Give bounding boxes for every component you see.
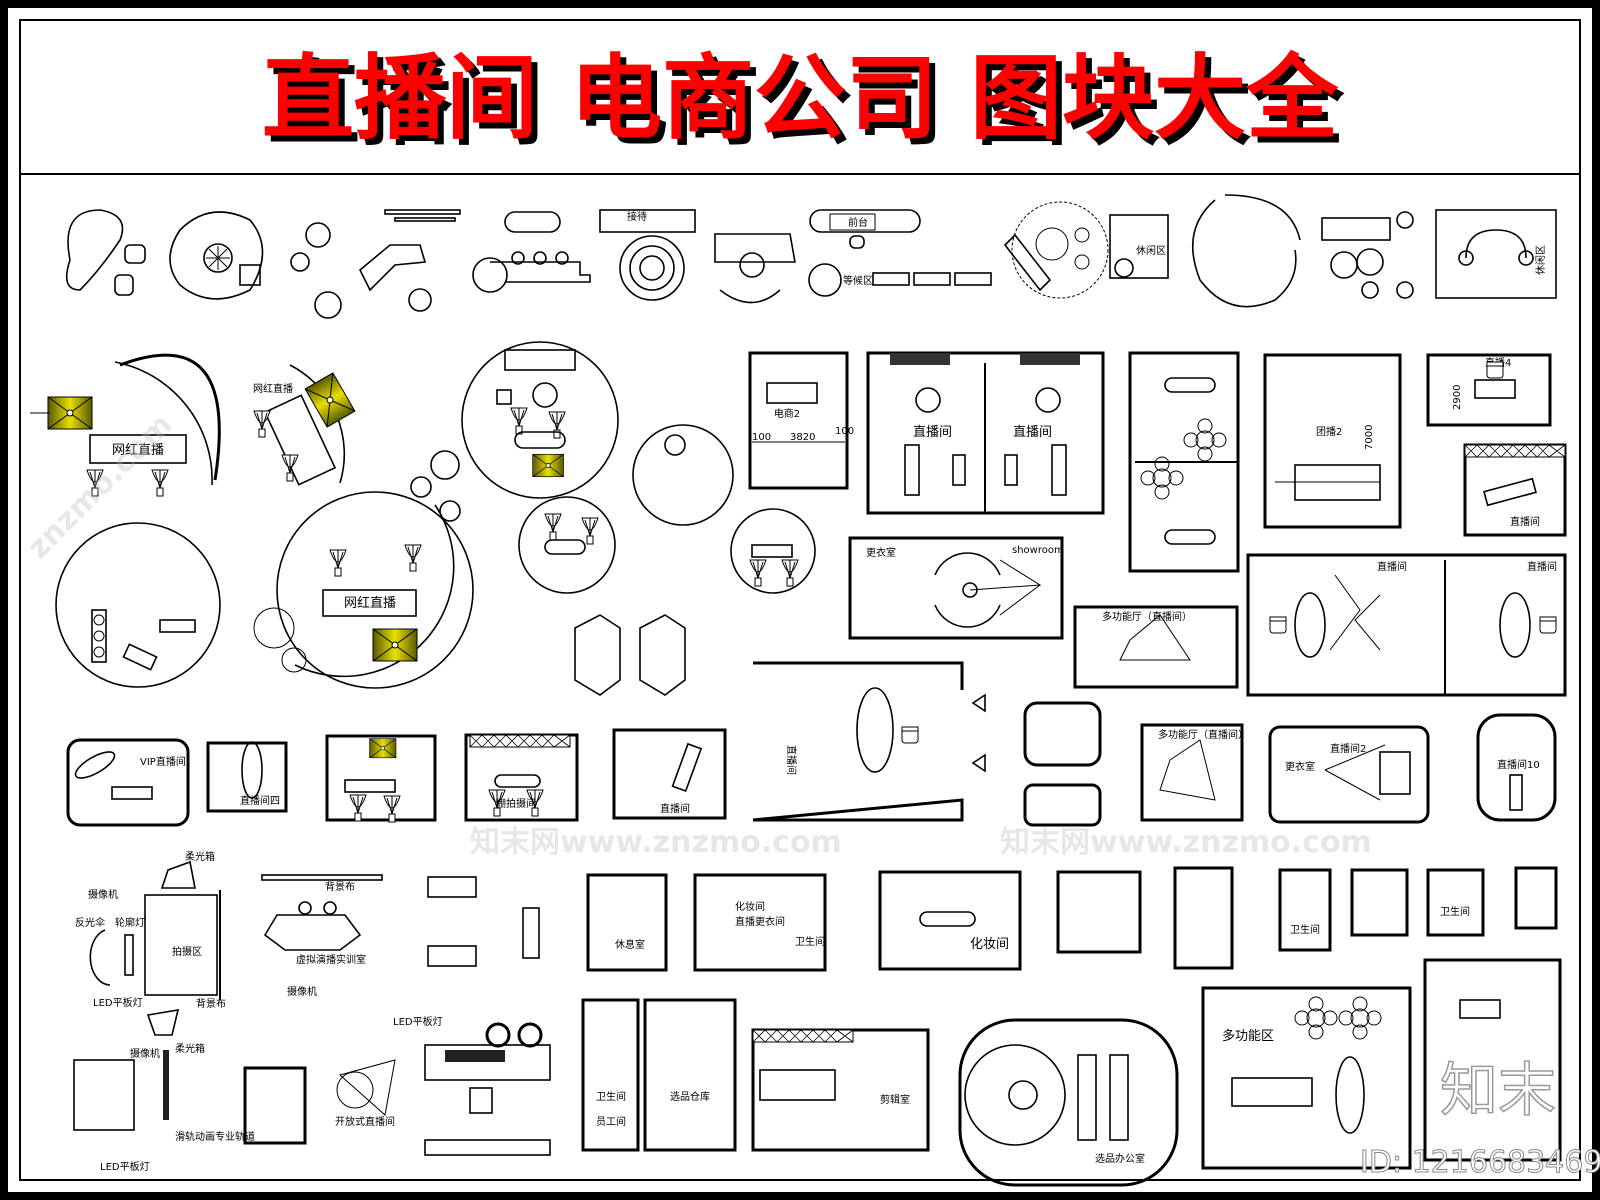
label-live-c: 直播间 (1510, 515, 1540, 528)
inner-frame (19, 19, 1581, 1181)
image-id: ID: 1216683469 (1360, 1145, 1600, 1180)
label-live-10: 直播间10 (1497, 758, 1540, 771)
label-editing: 剪辑室 (880, 1093, 910, 1106)
watermark-site: znzmo.com (21, 407, 180, 566)
label-multi-area: 多功能区 (1222, 1028, 1274, 1044)
label-studio-shoot: 棚拍摄间 (496, 797, 536, 810)
page-title: 直播间 电商公司 图块大全 (262, 45, 1339, 152)
label-camera-3: 摄像机 (130, 1047, 160, 1060)
circular-studios: 网红直播 网红直播 网红直播 (30, 341, 816, 696)
label-wc-3: 卫生间 (1290, 923, 1320, 936)
label-live-b: 直播间 (1013, 425, 1052, 440)
label-camera-2: 摄像机 (287, 985, 317, 998)
watermark-site-full-2: 知末网www.znzmo.com (1000, 825, 1372, 860)
label-softbox: 柔光箱 (185, 850, 215, 863)
dim-4: 7000 (1364, 425, 1375, 450)
label-multi-hall-2: 多功能厅（直播间） (1158, 728, 1248, 741)
dim-1: 100 (752, 432, 771, 443)
equipment-and-service-rooms: 拍摄区 柔光箱 摄像机 反光伞 轮廓灯 LED平板灯 背景布 柔光箱 背景布 虚… (73, 850, 1562, 1187)
label-rail: 滑轨动画专业轨道 (175, 1130, 255, 1143)
label-led-3: LED平板灯 (100, 1160, 150, 1173)
label-live-f: 直播间 (660, 802, 690, 815)
label-reflector: 反光伞 (75, 916, 105, 929)
top-strip-blocks: 接待 前台 等候区 休闲区 休闲区 (65, 194, 1557, 319)
label-camera: 摄像机 (88, 888, 118, 901)
watermark-site-full: 知末网www.znzmo.com (470, 825, 842, 860)
label-shoot-area: 拍摄区 (172, 945, 202, 958)
label-wc-2: 卫生间 (596, 1090, 626, 1103)
label-live-changing: 直播更衣间 (735, 915, 785, 928)
label-warehouse: 选品仓库 (670, 1090, 710, 1103)
label-ecommerce-2: 电商2 (774, 407, 800, 420)
label-reception: 接待 (627, 210, 647, 223)
label-wanghong-2: 网红直播 (253, 382, 293, 395)
label-front-desk: 前台 (848, 216, 868, 229)
label-live-e: 直播间 (1527, 560, 1557, 573)
label-backlight: 轮廓灯 (115, 916, 145, 929)
label-changing-2: 更衣室 (1285, 760, 1315, 773)
label-changing: 更衣室 (866, 546, 896, 559)
label-vip: VIP直播间 (140, 755, 186, 768)
label-live-vertical: 直播间 (785, 745, 798, 775)
label-wc: 卫生间 (795, 935, 825, 948)
dim-5: 2900 (1452, 385, 1463, 410)
label-multi-hall: 多功能厅（直播间） (1102, 610, 1192, 623)
label-virtual-studio: 虚拟演播实训室 (296, 953, 366, 966)
label-wanghong-1: 网红直播 (112, 442, 164, 458)
dim-3: 100 (835, 426, 854, 437)
logo-watermark: 知末 (1440, 1056, 1556, 1124)
label-makeup: 化妆间 (735, 900, 765, 913)
label-showroom: showroom (1012, 545, 1064, 556)
label-live-a: 直播间 (913, 425, 952, 440)
label-rest: 休息室 (615, 938, 645, 951)
label-open-live: 开放式直播间 (335, 1115, 395, 1128)
label-wanghong-3: 网红直播 (344, 595, 396, 611)
label-backdrop-2: 背景布 (325, 880, 355, 893)
label-makeup-2: 化妆间 (970, 937, 1009, 952)
label-selection-office: 选品办公室 (1095, 1152, 1145, 1165)
label-live-2: 直播间2 (1330, 742, 1366, 755)
label-live-d: 直播间 (1377, 560, 1407, 573)
label-led-2: LED平板灯 (393, 1015, 443, 1028)
label-waiting-area: 等候区 (843, 274, 873, 287)
label-live-four: 直播间四 (240, 794, 280, 807)
label-staff: 员工间 (596, 1115, 626, 1128)
label-group-2: 团播2 (1316, 425, 1342, 438)
label-lounge: 休闲区 (1136, 244, 1166, 257)
rect-studios-middle: VIP直播间 直播间四 棚拍摄间 直播间 直播间 多功能厅（直播间） 直播间2 … (66, 661, 1557, 827)
label-wc-4: 卫生间 (1440, 905, 1470, 918)
label-lounge-vertical: 休闲区 (1534, 245, 1547, 275)
dim-2: 3820 (790, 432, 815, 443)
label-backdrop: 背景布 (196, 997, 226, 1010)
label-led: LED平板灯 (93, 996, 143, 1009)
label-softbox-2: 柔光箱 (175, 1042, 205, 1055)
rect-studios-upper: 电商2 100 3820 100 直播间 直播间 团播2 7000 直播4 29… (748, 351, 1567, 697)
